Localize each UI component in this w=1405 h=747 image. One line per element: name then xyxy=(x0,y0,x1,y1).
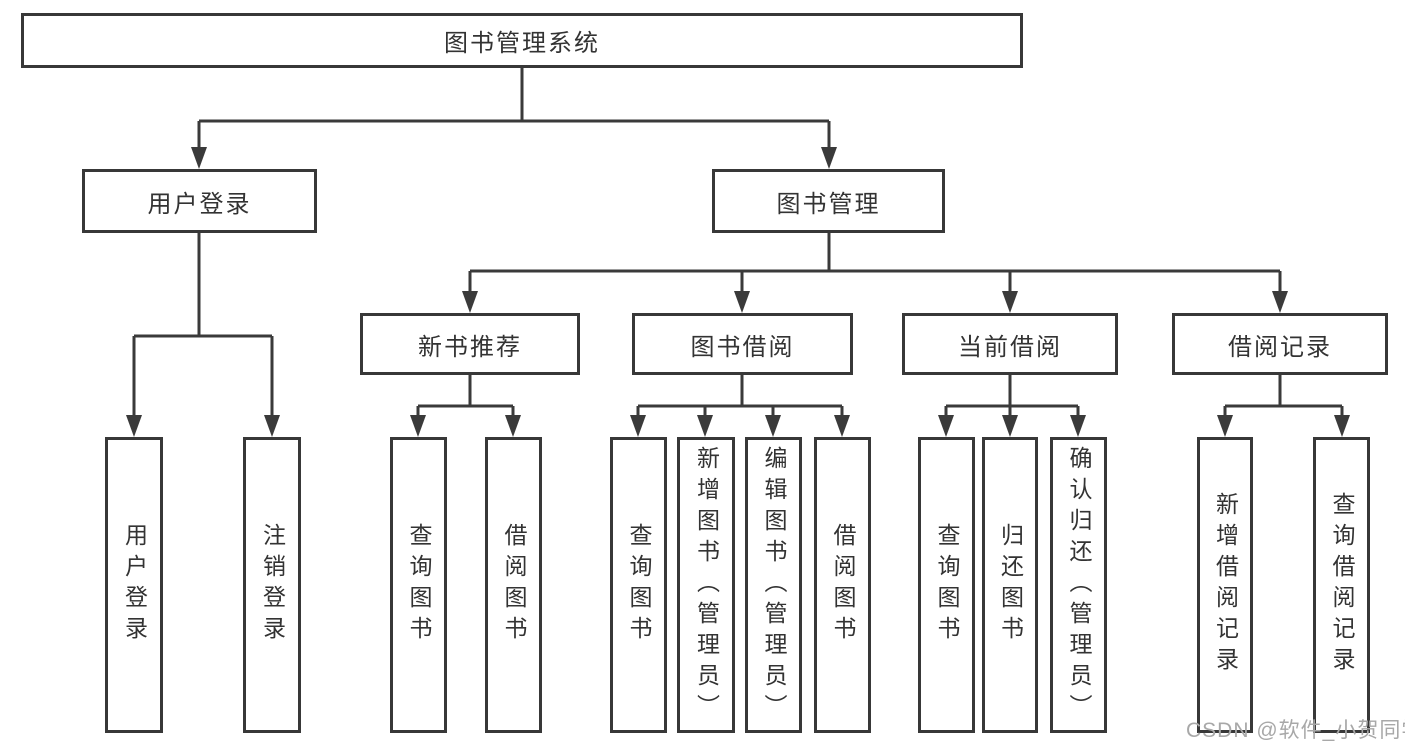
leaf-add-book-admin: 新增图书（管理员） xyxy=(677,437,735,733)
csdn-watermark: CSDN @软件_小贺同学 xyxy=(1186,719,1405,742)
node-library-management-system: 图书管理系统 xyxy=(21,13,1023,68)
leaf-query-borrow-record: 查询借阅记录 xyxy=(1313,437,1370,733)
leaf-query-books-borrow: 查询图书 xyxy=(610,437,667,733)
leaf-add-borrow-record: 新增借阅记录 xyxy=(1197,437,1253,733)
node-new-book-recommend: 新书推荐 xyxy=(360,313,580,375)
node-borrow-records: 借阅记录 xyxy=(1172,313,1388,375)
leaf-query-books-recommend: 查询图书 xyxy=(390,437,447,733)
arrowhead-icons xyxy=(126,147,1350,437)
leaf-user-login: 用户登录 xyxy=(105,437,163,733)
node-book-management: 图书管理 xyxy=(712,169,945,233)
leaf-edit-book-admin: 编辑图书（管理员） xyxy=(745,437,802,733)
node-user-login: 用户登录 xyxy=(82,169,317,233)
node-book-borrow: 图书借阅 xyxy=(632,313,853,375)
leaf-query-books-current: 查询图书 xyxy=(918,437,975,733)
leaf-borrow-books-recommend: 借阅图书 xyxy=(485,437,542,733)
node-current-borrow: 当前借阅 xyxy=(902,313,1118,375)
leaf-confirm-return-admin: 确认归还（管理员） xyxy=(1050,437,1107,733)
leaf-return-book: 归还图书 xyxy=(982,437,1038,733)
leaf-logout: 注销登录 xyxy=(243,437,301,733)
leaf-borrow-books: 借阅图书 xyxy=(814,437,871,733)
